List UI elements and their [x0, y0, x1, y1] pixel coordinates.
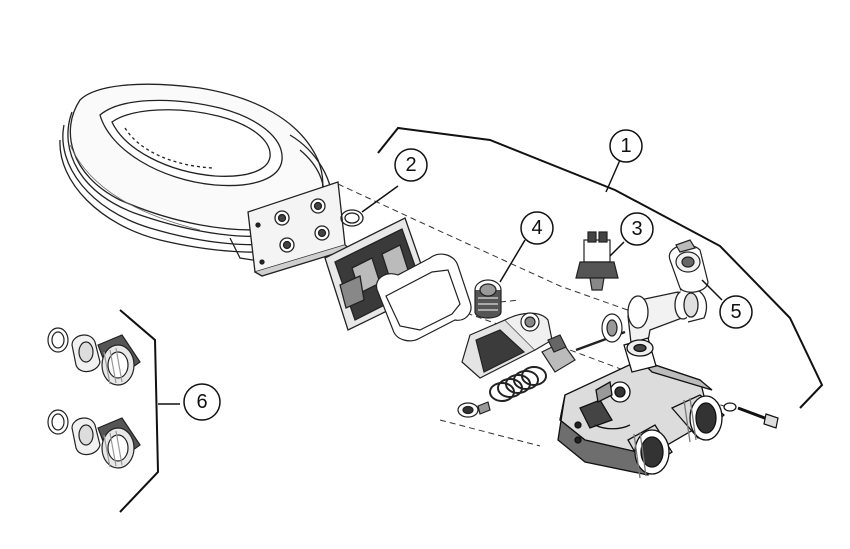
- rod: [575, 313, 626, 352]
- callout-label-5: 5: [730, 301, 741, 323]
- valve-seat: [541, 334, 576, 373]
- valve-outlet-right: [670, 394, 725, 443]
- diaphragm-plate: [461, 312, 553, 379]
- spring: [489, 366, 547, 402]
- o-ring-small: [340, 209, 364, 227]
- callout-4: 4: [520, 211, 554, 245]
- callout-label-1: 1: [620, 135, 631, 157]
- callout-label-2: 2: [405, 154, 416, 176]
- pressure-switch: [575, 231, 619, 291]
- fitting-part: [668, 239, 709, 293]
- fitting-set-lower: [47, 409, 141, 469]
- bracket-group-6: [119, 309, 160, 513]
- leader-lines: [158, 159, 723, 405]
- callout-3: 3: [620, 212, 654, 246]
- callout-label-3: 3: [631, 218, 642, 240]
- heat-exchanger-ring: [59, 83, 334, 263]
- bracket-group-1: [377, 126, 824, 409]
- callout-6: 6: [183, 383, 221, 421]
- callout-5: 5: [719, 295, 753, 329]
- callout-label-6: 6: [196, 391, 207, 413]
- callout-2: 2: [394, 148, 428, 182]
- valve-outlet-front: [627, 424, 673, 479]
- fitting-set-upper: [47, 327, 141, 386]
- cartridge-part: [474, 279, 502, 319]
- elbow-pipe: [627, 287, 708, 353]
- valve-body: [557, 337, 713, 476]
- callout-1: 1: [609, 129, 643, 163]
- outline-gasket: [376, 253, 472, 342]
- plug-screw: [457, 401, 491, 418]
- bolt: [723, 402, 779, 429]
- callout-label-4: 4: [531, 217, 542, 239]
